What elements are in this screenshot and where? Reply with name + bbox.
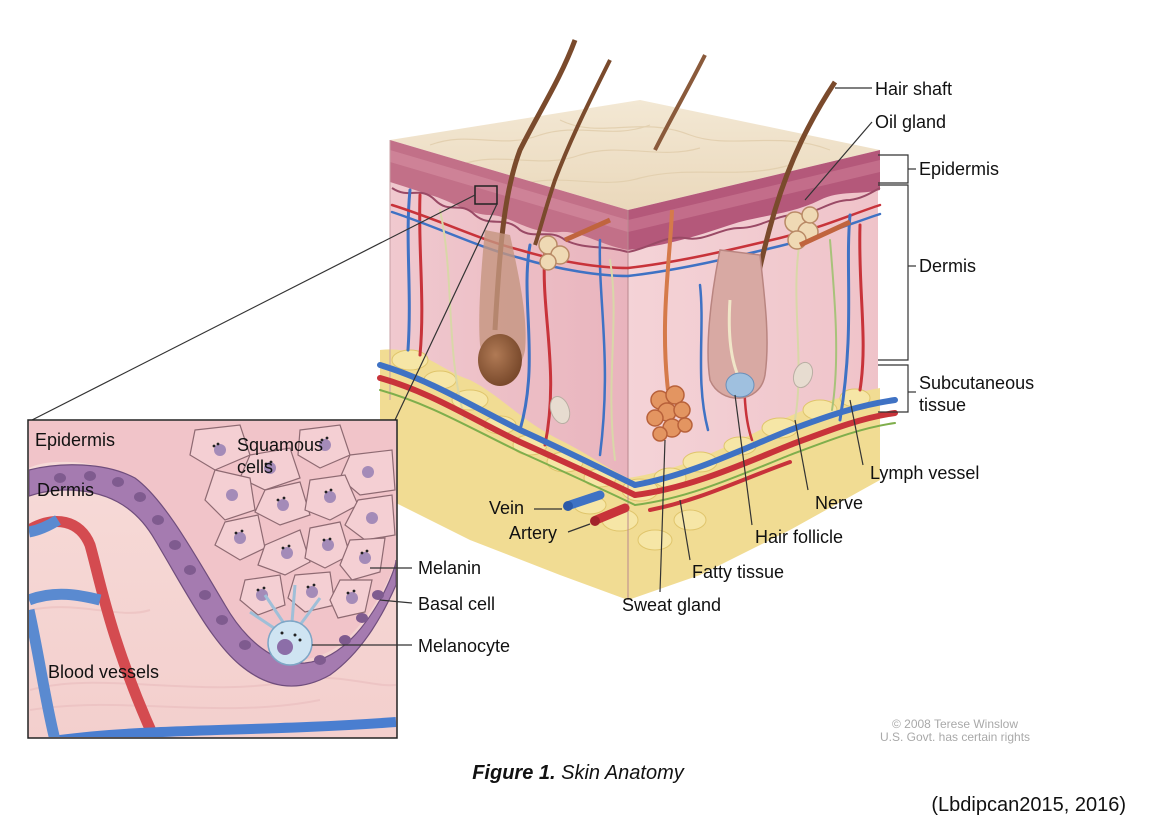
inset-label-squamous-cells-line2: cells (237, 457, 274, 477)
label-subcutaneous-tissue-line2: tissue (919, 395, 967, 415)
leader-lines (534, 87, 916, 593)
label-subcutaneous-tissue-line1: Subcutaneous (919, 373, 1035, 393)
hairs (478, 39, 838, 399)
figure-caption: Figure 1. Skin Anatomy (0, 762, 1156, 785)
label-vein: Vein (489, 498, 525, 518)
figure-title: Skin Anatomy (561, 762, 684, 784)
arrector-muscle (563, 217, 612, 243)
inset-label-melanin: Melanin (418, 558, 482, 578)
label-artery: Artery (509, 523, 558, 543)
label-sweat-gland: Sweat gland (622, 595, 722, 615)
inset-panel (27, 419, 413, 739)
inset-label-blood-vessels: Blood vessels (48, 662, 160, 682)
copyright-line1: © 2008 Terese Winslow (891, 717, 1018, 731)
label-nerve: Nerve (815, 493, 864, 513)
inset-label-melanocyte: Melanocyte (418, 636, 511, 656)
inset-label-basal-cell: Basal cell (418, 594, 496, 614)
citation: (Lbdipcan2015, 2016) (931, 794, 1126, 816)
figure-number: Figure 1. (472, 762, 556, 784)
label-fatty-tissue: Fatty tissue (692, 562, 785, 582)
copyright-line2: U.S. Govt. has certain rights (879, 730, 1031, 744)
label-hair-follicle: Hair follicle (755, 527, 844, 547)
inset-label-squamous-cells-line1: Squamous (237, 435, 324, 455)
label-epidermis: Epidermis (919, 159, 1000, 179)
inset-label-epidermis: Epidermis (35, 430, 116, 450)
label-hair-shaft: Hair shaft (875, 79, 953, 99)
label-oil-gland: Oil gland (875, 112, 947, 132)
copyright-notice: © 2008 Terese Winslow U.S. Govt. has cer… (855, 718, 1055, 744)
label-lymph-vessel: Lymph vessel (870, 463, 980, 483)
melanocyte-cell (249, 584, 322, 666)
label-dermis: Dermis (919, 256, 976, 276)
inset-label-dermis: Dermis (37, 480, 94, 500)
sweat-gland (646, 209, 693, 442)
